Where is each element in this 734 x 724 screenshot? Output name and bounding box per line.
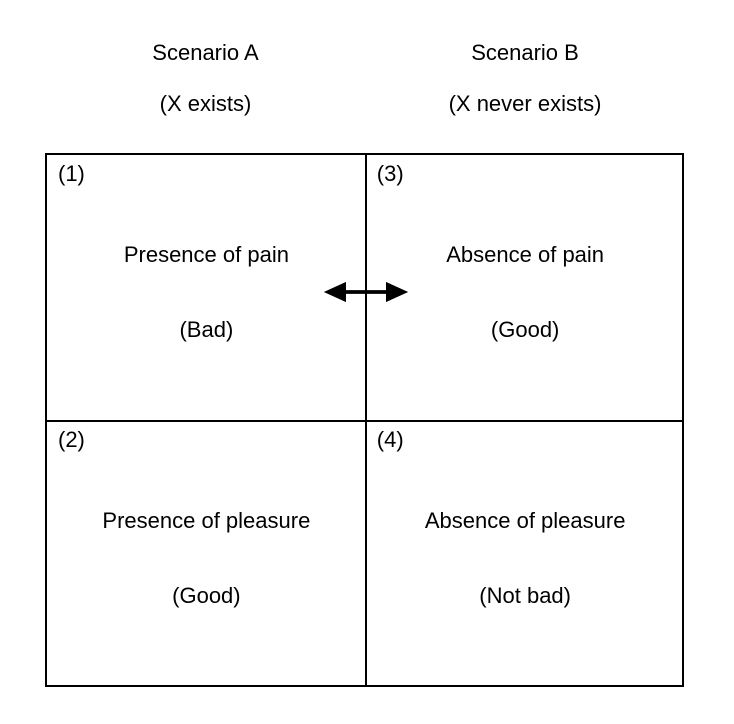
- quadrant-4-value: (Not bad): [479, 583, 571, 609]
- quadrant-2-label: Presence of pleasure: [102, 508, 311, 534]
- quadrant-1-value: (Bad): [179, 317, 234, 342]
- vertical-divider: [364, 155, 367, 685]
- quadrant-3-label: Absence of pain: [446, 242, 605, 267]
- quadrant-3-absence-of-pain: (3) Absence of pain (Good): [366, 155, 685, 421]
- quadrant-4-absence-of-pleasure: (4) Absence of pleasure (Not bad): [366, 421, 685, 687]
- column-header-scenario-a: Scenario A (X exists): [45, 42, 366, 115]
- quadrant-2-value: (Good): [172, 583, 241, 609]
- quadrant-3-number: (3): [376, 161, 404, 186]
- horizontal-divider: [47, 420, 682, 423]
- quadrant-4-label: Absence of pleasure: [424, 508, 626, 534]
- quadrant-1-label: Presence of pain: [123, 242, 289, 267]
- column-header-scenario-b: Scenario B (X never exists): [366, 42, 684, 115]
- quadrant-2-presence-of-pleasure: (2) Presence of pleasure (Good): [47, 421, 366, 687]
- quadrant-1-number: (1): [58, 161, 85, 186]
- column-a-subtitle: (X exists): [159, 91, 252, 116]
- double-arrow-icon: [323, 282, 408, 302]
- quadrant-2-number: (2): [58, 427, 85, 453]
- quadrant-4-number: (4): [376, 427, 404, 453]
- column-b-subtitle: (X never exists): [448, 91, 602, 116]
- double-arrow-icon-pleasure-comparison: [323, 279, 408, 305]
- matrix-grid: (1) Presence of pain (Bad) (3) Absence o…: [45, 153, 684, 687]
- quadrant-3-value: (Good): [490, 317, 560, 342]
- column-b-title: Scenario B: [471, 40, 579, 65]
- column-a-title: Scenario A: [152, 40, 259, 65]
- quadrant-1-presence-of-pain: (1) Presence of pain (Bad): [47, 155, 366, 421]
